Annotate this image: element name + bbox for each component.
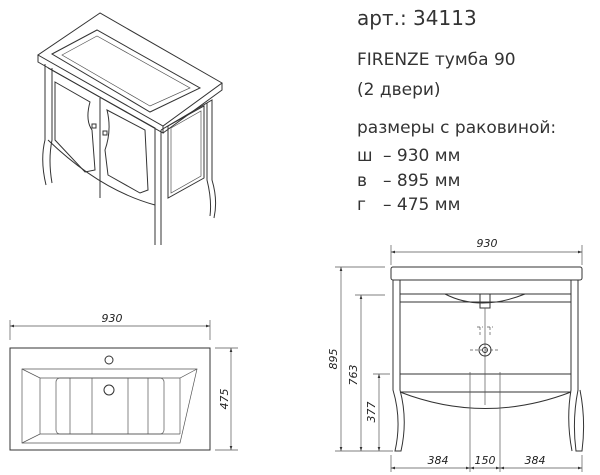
shelf-height-label: 377 xyxy=(365,402,378,423)
dimension-symbol: в xyxy=(357,171,368,191)
product-name: FIRENZE тумба 90 xyxy=(357,50,516,70)
total-height-label: 895 xyxy=(327,349,340,370)
dimension-symbol: ш xyxy=(357,146,373,166)
product-doors: (2 двери) xyxy=(357,80,441,100)
isometric-view xyxy=(37,12,223,245)
dimension-symbol: г xyxy=(357,195,366,215)
dimension-width: ш – 930 мм xyxy=(357,146,460,166)
dimension-value: – 895 мм xyxy=(383,171,461,191)
handle-icon xyxy=(91,123,97,129)
drain-hole-icon xyxy=(103,384,115,396)
article-number: арт.: 34113 xyxy=(357,6,477,30)
front-view: 930 895 763 377 384 150 384 xyxy=(327,237,585,472)
body-height-label: 763 xyxy=(347,365,360,386)
right-offset-label: 384 xyxy=(525,454,546,467)
handle-icon xyxy=(102,130,108,136)
plan-view: 930 475 xyxy=(9,312,238,451)
dimension-value: – 930 мм xyxy=(383,146,461,166)
plan-depth-label: 475 xyxy=(218,389,231,410)
center-span-label: 150 xyxy=(475,454,496,467)
front-width-label: 930 xyxy=(477,237,498,250)
dimensions-heading: размеры с раковиной: xyxy=(357,118,557,138)
left-offset-label: 384 xyxy=(428,454,449,467)
faucet-hole-icon xyxy=(104,355,114,365)
dimension-depth: г – 475 мм xyxy=(357,195,460,215)
dimension-value: – 475 мм xyxy=(383,195,461,215)
plan-width-label: 930 xyxy=(102,312,123,325)
dimension-height: в – 895 мм xyxy=(357,171,460,191)
